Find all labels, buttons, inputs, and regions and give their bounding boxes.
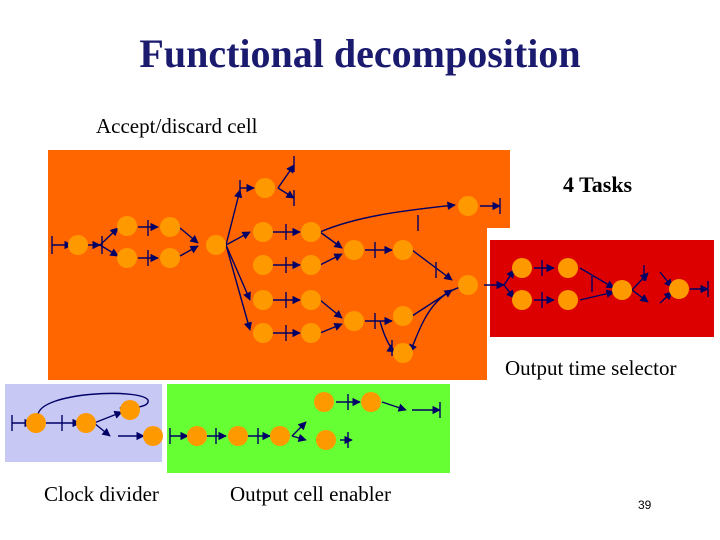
output-time-selector-label: Output time selector (505, 356, 677, 380)
slide-title: Functional decomposition (139, 31, 581, 76)
output-cell-enabler-label: Output cell enabler (230, 482, 391, 506)
tasks-label: 4 Tasks (563, 172, 633, 197)
clock-divider-label: Clock divider (44, 482, 159, 506)
accept-discard-wires (52, 164, 501, 353)
accept-discard-label: Accept/discard cell (96, 114, 258, 138)
nodes (26, 178, 689, 450)
page-number: 39 (638, 498, 652, 512)
tick-bars (11, 156, 709, 448)
output-cell-enabler-region (167, 384, 450, 473)
output-time-selector-wires (484, 263, 709, 305)
